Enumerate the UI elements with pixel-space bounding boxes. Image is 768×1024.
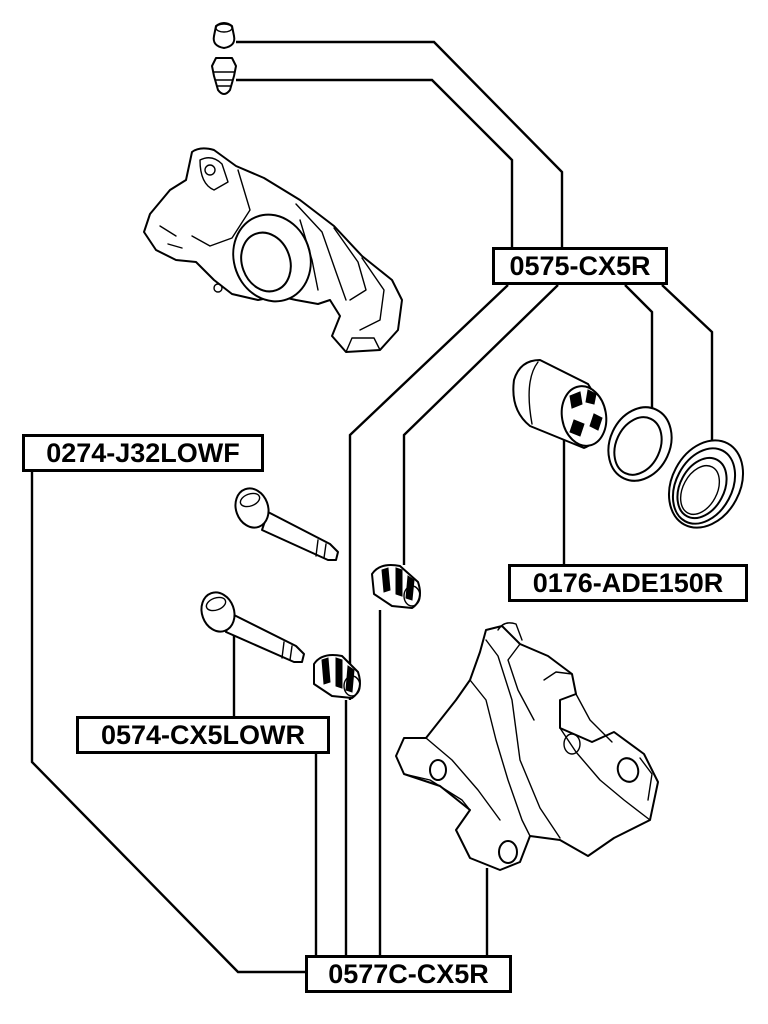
piston-seal-icon <box>607 406 673 482</box>
part-label-0274-j32lowf: 0274-J32LOWF <box>22 434 264 472</box>
caliper-bracket-icon <box>395 622 659 871</box>
part-label-0577c-cx5r: 0577C-CX5R <box>305 955 512 993</box>
piston-icon <box>512 359 608 449</box>
caliper-body-icon <box>143 147 403 353</box>
bleed-cap-icon <box>212 22 236 49</box>
part-label-0176-ade150r: 0176-ADE150R <box>508 564 748 602</box>
pin-boot-lower-icon <box>313 654 361 699</box>
part-label-0574-cx5lowr: 0574-CX5LOWR <box>76 716 330 754</box>
leader-bleed-screw <box>236 78 514 247</box>
guide-pin-upper-icon <box>234 487 339 561</box>
leader-dust-boot <box>661 284 714 440</box>
bleed-screw-icon <box>211 57 237 95</box>
leader-piston-seal <box>624 284 654 410</box>
guide-pin-lower-icon <box>200 591 305 663</box>
leader-lines <box>30 40 714 974</box>
leader-bleed-cap <box>236 40 564 247</box>
leader-pin-boot-upper <box>348 284 509 700</box>
leader-guide-pin-upper <box>30 472 305 974</box>
pin-boot-right-icon <box>371 564 421 609</box>
leader-pin-boot-right <box>402 284 559 565</box>
part-label-0575-cx5r: 0575-CX5R <box>492 247 668 285</box>
dust-boot-icon <box>668 439 744 529</box>
